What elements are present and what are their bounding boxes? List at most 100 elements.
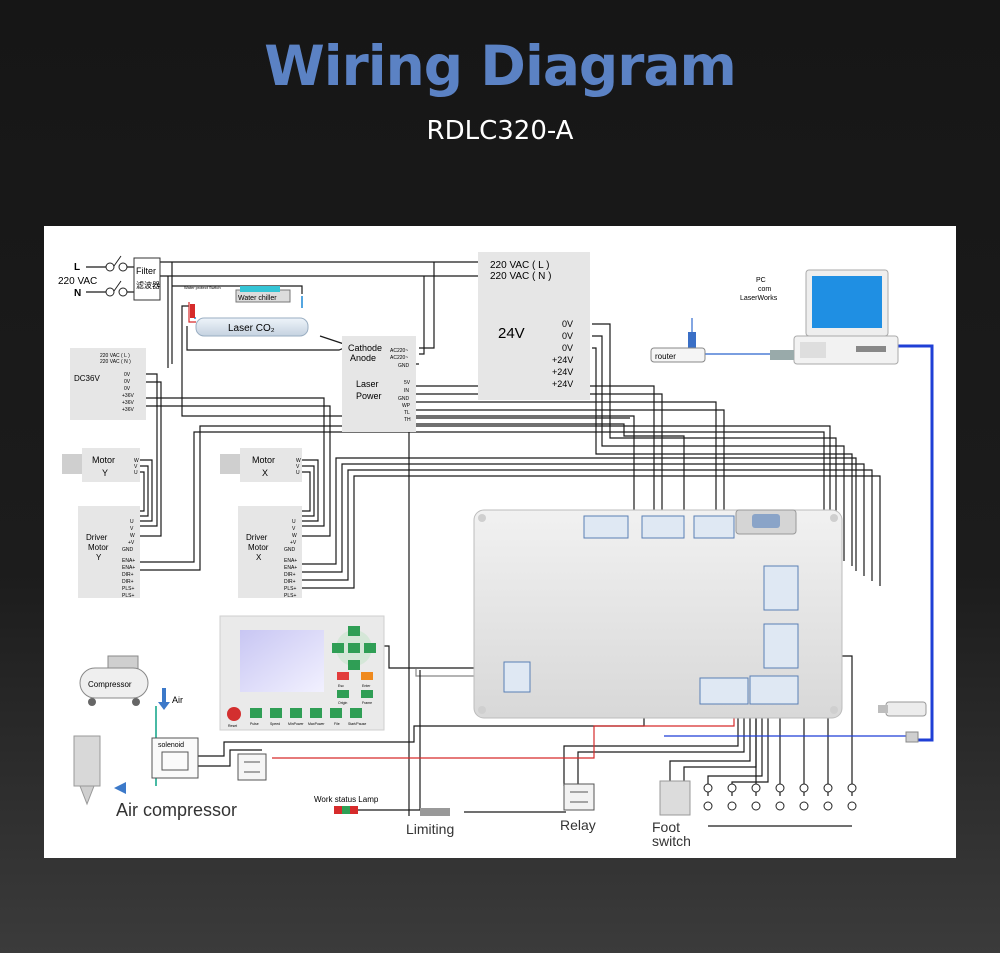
driver-x-label-3: X xyxy=(256,553,262,562)
solenoid-relay xyxy=(237,753,267,781)
motor-x: Motor X W V U xyxy=(220,448,302,482)
driver-y-term-1: V xyxy=(130,526,134,532)
driver-y-label-2: Motor xyxy=(88,543,109,552)
foot-switch-label-2: switch xyxy=(652,833,691,849)
motor-y-term-u: U xyxy=(134,470,138,476)
driver-motor-x: Driver Motor X U V W +V GND ENA+ ENA+ DI… xyxy=(238,506,302,599)
driver-x-term-0: U xyxy=(292,519,296,525)
driver-y-term-4: GND xyxy=(122,547,134,553)
usb-stick xyxy=(878,701,927,743)
mains-input: L N 220 VAC Filter 滤波器 xyxy=(58,255,161,301)
mains-n-label: N xyxy=(74,288,81,299)
lp-term-ac2: AC220~ xyxy=(390,355,408,361)
router: router xyxy=(650,332,794,363)
page-subtitle: RDLC320-A xyxy=(426,116,574,146)
dc36-term-n: 220 VAC ( N ) xyxy=(100,359,131,365)
motor-y-label-2: Y xyxy=(102,468,108,478)
driver-y-label-1: Driver xyxy=(86,533,108,542)
lp-term-wp: WP xyxy=(402,403,411,409)
laser-power-supply: Cathode Anode Laser Power AC220~ AC220~ … xyxy=(342,336,416,432)
air-compressor-group: Compressor Air solenoid Air compressor xyxy=(73,655,237,820)
key-frame: Frame xyxy=(362,701,372,705)
driver-x-term-8: DIR+ xyxy=(284,579,296,585)
pc-label-1: PC xyxy=(756,277,766,284)
network-wires xyxy=(691,318,774,355)
driver-y-term-8: DIR+ xyxy=(122,579,134,585)
control-panel: Esc Enter Origin Frame Reset Pulse Speed… xyxy=(219,615,385,731)
psu-out-3: 0V xyxy=(562,343,573,353)
filter-cn-label: 滤波器 xyxy=(136,280,160,290)
motor-x-term-u: U xyxy=(296,470,300,476)
dc36-label: DC36V xyxy=(74,374,100,383)
lamp-label: Work status Lamp xyxy=(314,795,379,804)
key-speed: Speed xyxy=(270,722,280,726)
psu-in-n: 220 VAC ( N ) xyxy=(490,271,552,282)
dc36-term-0v1: 0V xyxy=(124,372,131,378)
psu-out-2: 0V xyxy=(562,331,573,341)
key-origin: Origin xyxy=(338,701,347,705)
lp-term-ac1: AC220~ xyxy=(390,348,408,354)
driver-y-term-2: W xyxy=(130,533,135,539)
solenoid-label: solenoid xyxy=(158,742,184,749)
foot-switch-label-1: Foot xyxy=(652,819,680,835)
controller-board xyxy=(473,509,843,719)
driver-x-term-6: ENA+ xyxy=(284,565,297,571)
lp-label-2: Power xyxy=(356,391,382,401)
relay-label: Relay xyxy=(560,817,596,833)
lp-term-th: TH xyxy=(404,417,411,423)
driver-x-label-1: Driver xyxy=(246,533,268,542)
motor-y-term-v: V xyxy=(134,464,138,470)
key-file: File xyxy=(334,722,340,726)
lp-term-gnd2: GND xyxy=(398,396,410,402)
dc36-term-36v3: +36V xyxy=(122,407,134,413)
driver-motor-y: Driver Motor Y U V W +V GND ENA+ ENA+ DI… xyxy=(78,506,140,599)
lp-label-1: Laser xyxy=(356,379,379,389)
driver-y-term-6: ENA+ xyxy=(122,565,135,571)
motor-x-label-2: X xyxy=(262,468,268,478)
driver-x-term-5: ENA+ xyxy=(284,558,297,564)
pc-workstation: PC com LaserWorks xyxy=(740,269,899,365)
page-title: Wiring Diagram xyxy=(264,34,737,98)
driver-x-term-10: PLS+ xyxy=(284,593,296,599)
driver-x-term-1: V xyxy=(292,526,296,532)
dc36-power-supply: 220 VAC ( L ) 220 VAC ( N ) DC36V 0V 0V … xyxy=(70,348,146,420)
air-label: Air xyxy=(172,695,183,705)
pc-label-3: LaserWorks xyxy=(740,295,778,302)
red-wires xyxy=(188,302,735,759)
chiller-label: Water chiller xyxy=(238,295,277,302)
motor-y: Motor Y W V U xyxy=(62,448,140,482)
motor-y-term-w: W xyxy=(134,458,139,464)
wiring-diagram: L N 220 VAC Filter 滤波器 220 VAC ( L ) 220… xyxy=(58,252,934,849)
foot-switch: Foot switch xyxy=(652,780,691,849)
mains-voltage-label: 220 VAC xyxy=(58,276,97,287)
dc36-term-36v1: +36V xyxy=(122,393,134,399)
motor-x-term-w: W xyxy=(296,458,301,464)
motor-x-term-v: V xyxy=(296,464,300,470)
key-pulse: Pulse xyxy=(250,722,259,726)
psu-out-4: +24V xyxy=(552,355,573,365)
compressor-label: Compressor xyxy=(88,680,132,689)
driver-x-term-7: DIR+ xyxy=(284,572,296,578)
dc36-term-36v2: +36V xyxy=(122,400,134,406)
psu-out-5: +24V xyxy=(552,367,573,377)
driver-y-term-9: PLS+ xyxy=(122,586,134,592)
driver-y-term-7: DIR+ xyxy=(122,572,134,578)
pc-label-2: com xyxy=(758,286,771,293)
driver-x-term-9: PLS+ xyxy=(284,586,296,592)
dc36-term-0v3: 0V xyxy=(124,386,131,392)
key-minpower: MinPower xyxy=(288,722,304,726)
driver-x-term-4: GND xyxy=(284,547,296,553)
motor-x-label-1: Motor xyxy=(252,455,275,465)
driver-y-term-0: U xyxy=(130,519,134,525)
driver-y-label-3: Y xyxy=(96,553,102,562)
key-reset: Reset xyxy=(228,724,237,728)
driver-x-label-2: Motor xyxy=(248,543,269,552)
water-switch-note: Water protect Switch xyxy=(184,285,221,290)
psu-label: 24V xyxy=(498,325,525,342)
relay: Relay xyxy=(560,783,596,833)
dc36-term-l: 220 VAC ( L ) xyxy=(100,353,130,359)
usb-cable xyxy=(892,344,934,742)
limiting-switch: Limiting xyxy=(406,808,454,837)
dc36-term-0v2: 0V xyxy=(124,379,131,385)
filter-box xyxy=(133,257,161,301)
